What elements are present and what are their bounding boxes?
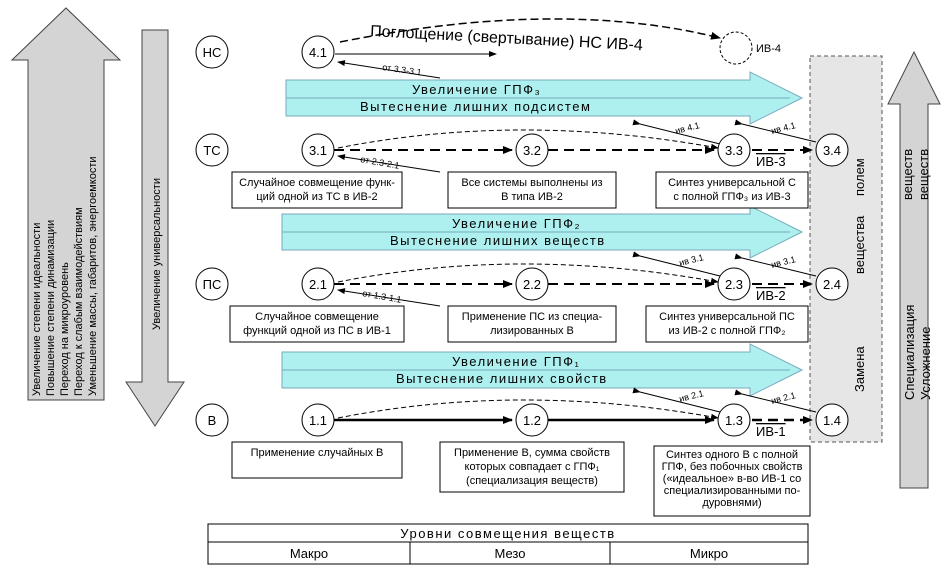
row-label-ps: ПС [203,277,222,292]
node-4-1: 4.1 [309,45,327,60]
box-v3-line-1: Синтез одного В с полной [666,449,798,461]
node-2-4: 2.4 [823,277,841,292]
box-v3-line-5: дуровнями) [702,497,761,509]
table-col-macro: Макро [290,546,328,561]
ts-curve [337,129,719,150]
v-iv21b-arrow [734,389,817,413]
box-v2-line-2: которых совпадает с ГПФ₁ [465,461,600,473]
band-1: Увеличение ГПФ₁ Вытеснение лишних свойст… [281,343,804,397]
v-curve [337,399,719,420]
universality-label: Увеличение универсальности [151,178,163,330]
band-2-line-2: Вытеснение лишних веществ [390,233,606,248]
ideality-line-3: Переход на микроуровень [59,262,71,396]
box-v2-line-1: Применение В, сумма свойств [454,447,610,459]
replacement-word-1: Замена [852,346,867,392]
row-label-ns: НС [203,45,222,60]
row-label-v: В [208,413,217,428]
label-iv21a: ив 2.1 [678,388,705,404]
iv3-label: ИВ-3 [756,154,786,169]
ps-back-arrow [337,288,441,307]
v-iv21-arrow [632,387,721,413]
box-ts2-line-1: Все системы выполнены из [461,177,602,189]
node-1-2: 1.2 [523,413,541,428]
ps-iv31b-arrow [734,253,817,277]
title-curve [339,18,721,43]
box-ps2-line-1: Применение ПС из специа- [462,311,603,323]
label-iv41a: ив 4.1 [674,120,701,136]
band-3-line-1: Увеличение ГПФ₃ [412,82,541,97]
ps-curve [337,263,719,284]
band-1-line-1: Увеличение ГПФ₁ [452,354,580,369]
ideality-line-4: Переход к слабым взаимодействиям [73,207,85,396]
node-iv4: ИВ-4 [756,43,781,55]
label-ot32: от 2.3-2.1 [360,154,401,171]
label-iv31a: ив 3.1 [678,252,705,268]
ideality-line-5: Уменьшение массы, габаритов, энергоемкос… [87,156,99,396]
table-col-meso: Мезо [495,546,526,561]
box-v1-line-1: Применение случайных В [251,447,384,459]
box-ts1-line-2: ций одной из ТС в ИВ-2 [256,191,377,203]
replacement-word-3: полем [852,158,867,196]
box-ps3-line-2: из ИВ-2 с полной ГПФ₂ [668,325,785,337]
band-3: Увеличение ГПФ₃ Вытеснение лишних подсис… [285,71,804,125]
node-1-4: 1.4 [823,413,841,428]
specialization-arrow: Специализация Усложнение [887,50,941,489]
box-ps2-line-2: лизированных В [490,325,574,337]
node-3-1: 3.1 [309,143,327,158]
replacement-word-2: вещества [852,215,867,274]
band-2-line-1: Увеличение ГПФ₂ [452,216,581,231]
box-ps1-line-2: функций одной из ПС в ИВ-1 [243,325,391,337]
ps-iv31-arrow [632,251,721,277]
node-3-3: 3.3 [725,143,743,158]
iv1-label: ИВ-1 [756,424,786,439]
label-ot13: от 1.3-1.1 [362,288,403,305]
ts-iv41b-arrow [734,119,817,143]
table-header: Уровни совмещения веществ [400,526,615,541]
box-ts3-line-2: с полной ГПФ₃ из ИВ-3 [673,191,790,203]
node-3-2: 3.2 [523,143,541,158]
ideality-line-1: Увеличение степени идеальности [31,223,43,396]
box-ps3-line-1: Синтез универсальной ПС [659,311,795,323]
column-word-1: веществ [900,149,915,200]
node-1-3: 1.3 [725,413,743,428]
label-ot33: от 3.3-3.1 [382,62,422,77]
iv2-label: ИВ-2 [756,288,786,303]
node-2-2: 2.2 [523,277,541,292]
table-col-micro: Микро [690,546,728,561]
universality-arrow: Увеличение универсальности [125,29,185,427]
band-3-line-2: Вытеснение лишних подсистем [360,99,591,114]
node-1-1: 1.1 [309,413,327,428]
box-ts3-line-1: Синтез универсальной С [668,177,796,189]
complication-label: Усложнение [918,327,933,400]
ns-back-arrow [337,60,441,79]
ts-back-arrow [337,154,441,173]
specialization-label: Специализация [902,305,917,400]
node-2-3: 2.3 [725,277,743,292]
replacement-box: Замена вещества полем веществ веществ [809,55,931,443]
box-v3-line-2: ГПФ, без побочных свойств [662,461,803,473]
ts-iv41-arrow [632,119,721,145]
diagram-title: Поглощение (свертывание) НС ИВ-4 [370,23,643,54]
row-label-ts: ТС [203,143,220,158]
box-v3-line-3: («идеальное» в-во ИВ-1 со [663,473,801,485]
column-word-2: веществ [916,149,931,200]
ideality-line-2: Повышение степени динамизации [45,220,57,396]
band-1-line-2: Вытеснение лишних свойств [396,371,608,386]
box-ts2-line-2: В типа ИВ-2 [501,191,563,203]
box-ps1-line-1: Случайное совмещение [255,311,379,323]
box-v3-line-4: специализированными по- [664,485,801,497]
node-3-4: 3.4 [823,143,841,158]
levels-table: Уровни совмещения веществ Макро Мезо Мик… [207,523,809,565]
ideality-arrow: Увеличение степени идеальности Повышение… [10,7,122,401]
box-ts1-line-1: Случайное совмещение функ- [239,177,395,189]
box-v2-line-3: (специализация веществ) [466,475,598,487]
node-2-1: 2.1 [309,277,327,292]
band-2: Увеличение ГПФ₂ Вытеснение лишних вещест… [281,205,804,259]
